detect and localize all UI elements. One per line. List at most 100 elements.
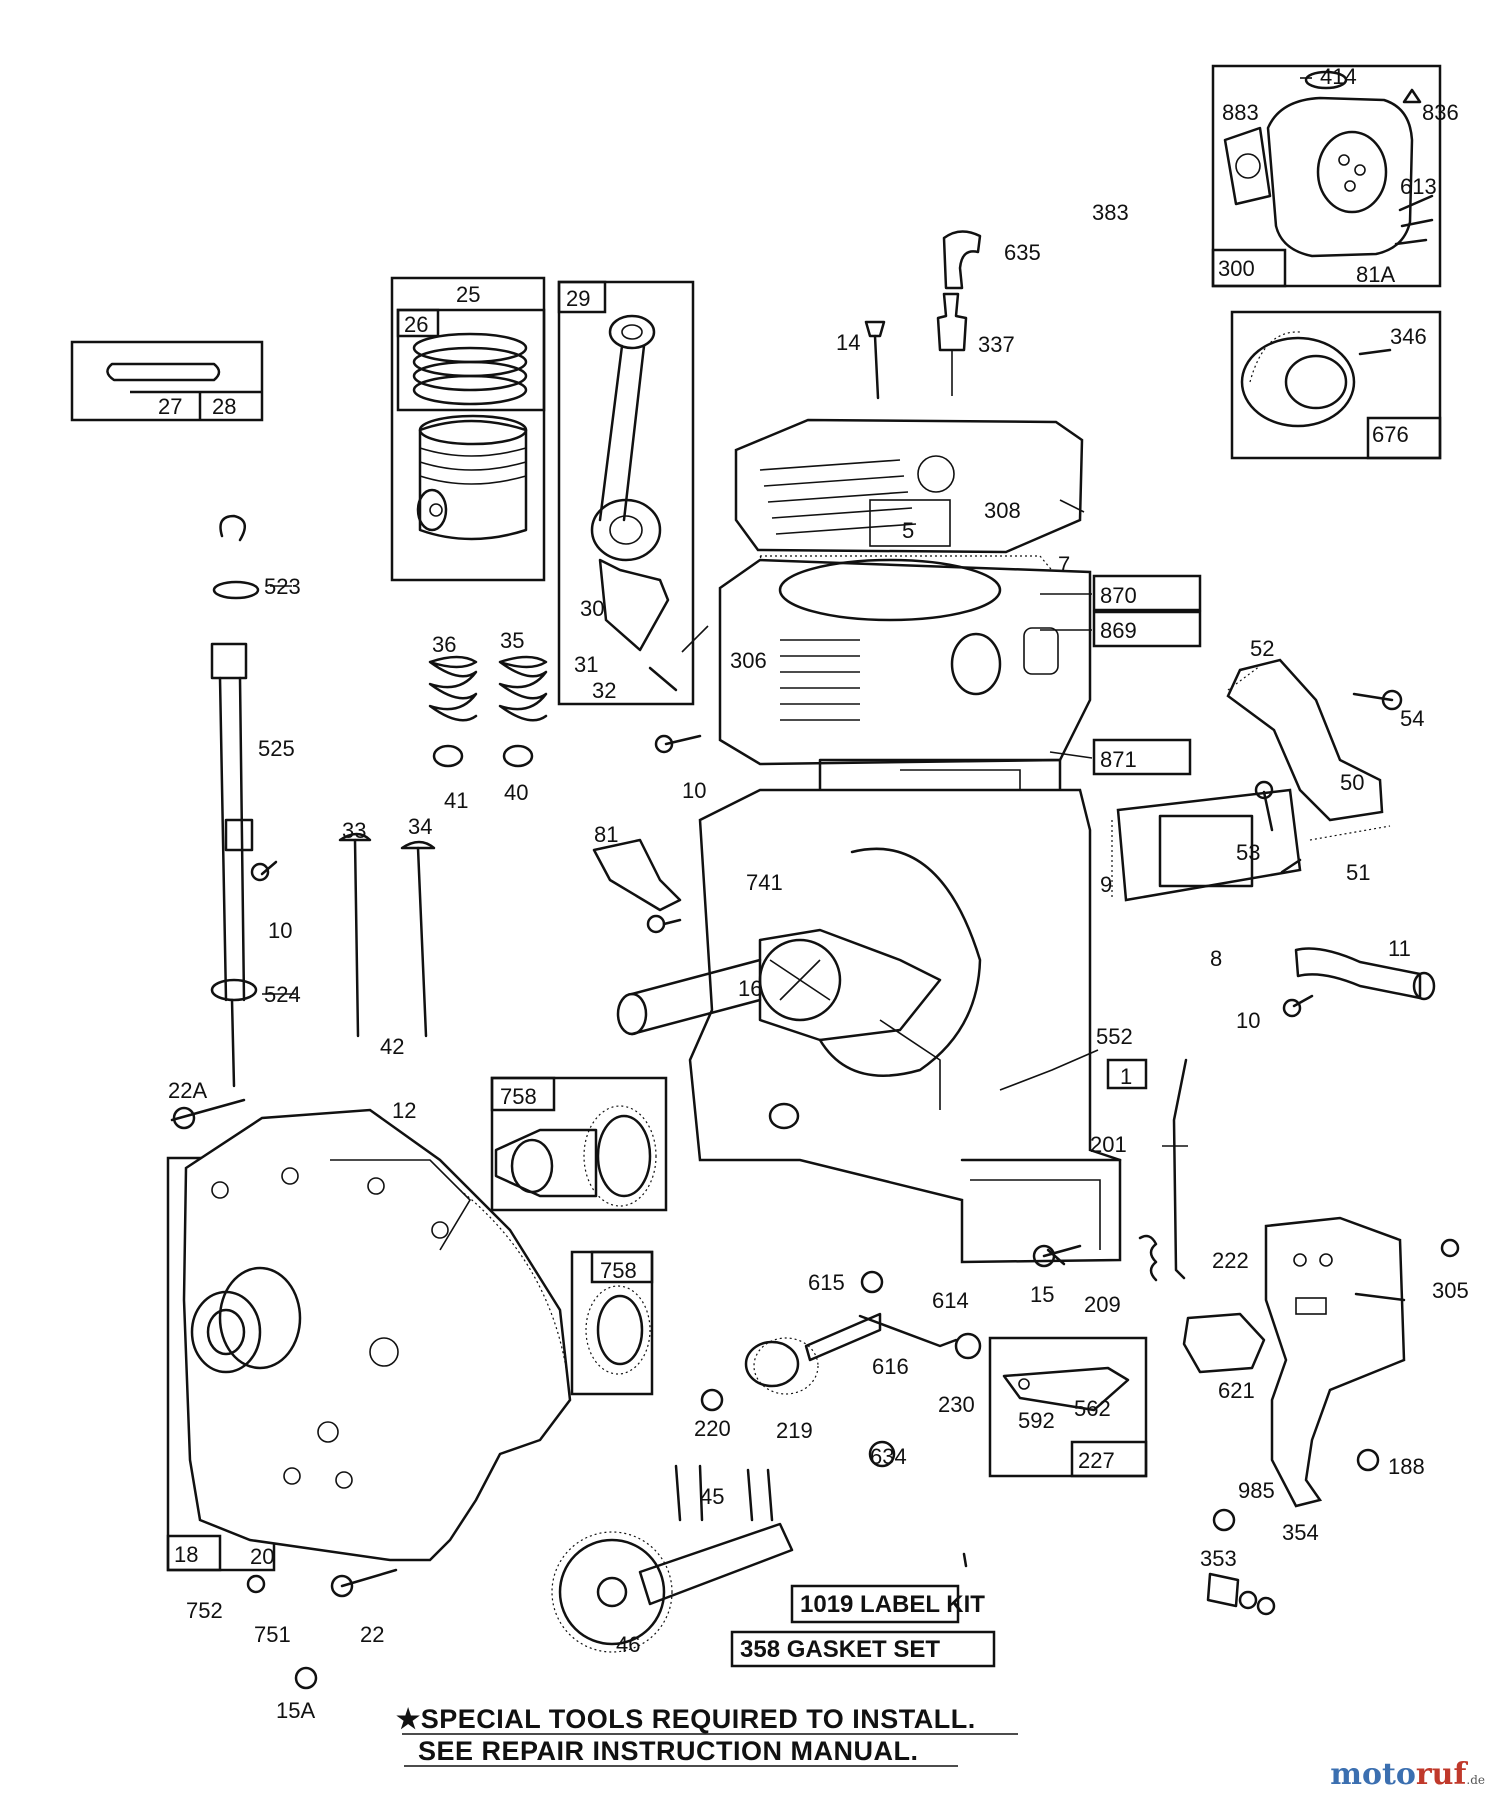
cylinder-block-part [718, 558, 1092, 802]
callout-613: 613 [1400, 174, 1437, 199]
callout-14: 14 [836, 330, 860, 355]
callout-10c: 10 [1236, 1008, 1260, 1033]
governor-shaft-part [858, 1314, 982, 1360]
callout-8: 8 [1210, 946, 1222, 971]
callout-42: 42 [380, 1034, 404, 1059]
callout-354: 354 [1282, 1520, 1319, 1545]
callout-525: 525 [258, 736, 295, 761]
callout-35: 35 [500, 628, 524, 653]
callout-616: 616 [872, 1354, 909, 1379]
callout-346: 346 [1390, 324, 1427, 349]
watermark-part-1: moto [1330, 1757, 1416, 1792]
callout-34: 34 [408, 814, 432, 839]
callout-25: 25 [456, 282, 480, 307]
callout-741: 741 [746, 870, 783, 895]
callout-621: 621 [1218, 1378, 1255, 1403]
callout-53: 53 [1236, 840, 1260, 865]
box-oil-gauge [70, 340, 264, 422]
breather-tube-part [1294, 947, 1436, 1001]
callout-45: 45 [700, 1484, 724, 1509]
callout-5: 5 [902, 518, 914, 543]
head-bolt-part [864, 320, 886, 400]
callout-33: 33 [342, 818, 366, 843]
callout-54: 54 [1400, 706, 1424, 731]
small-hardware [170, 689, 1460, 1690]
callout-11: 11 [1388, 936, 1411, 961]
callout-31: 31 [574, 652, 598, 677]
callout-15A: 15A [276, 1698, 315, 1723]
valve-springs-and-valves [338, 655, 548, 1038]
callout-9: 9 [1100, 872, 1112, 897]
callout-22A: 22A [168, 1078, 207, 1103]
callout-52: 52 [1250, 636, 1274, 661]
callout-306: 306 [730, 648, 767, 673]
callout-10: 10 [682, 778, 706, 803]
callout-7: 7 [1058, 552, 1070, 577]
callout-524: 524 [264, 982, 301, 1007]
callout-308: 308 [984, 498, 1021, 523]
watermark-part-3: .de [1466, 1773, 1485, 1787]
callout-227: 227 [1078, 1448, 1115, 1473]
callout-28: 28 [212, 394, 236, 419]
callout-552: 552 [1096, 1024, 1133, 1049]
callout-201: 201 [1090, 1132, 1127, 1157]
callout-27: 27 [158, 394, 182, 419]
callout-16: 16 [738, 976, 762, 1001]
callout-10b: 10 [268, 918, 292, 943]
callout-871: 871 [1100, 747, 1137, 772]
callout-337: 337 [978, 332, 1015, 357]
callout-230: 230 [938, 1392, 975, 1417]
box-cylinder-head-cover [1211, 64, 1442, 288]
callout-615: 615 [808, 1270, 845, 1295]
callout-12: 12 [392, 1098, 416, 1123]
callout-81A: 81A [1356, 262, 1395, 287]
callout-676: 676 [1372, 422, 1409, 447]
watermark-part-2: ruf [1415, 1757, 1467, 1792]
callout-869: 869 [1100, 618, 1137, 643]
callout-562: 562 [1074, 1396, 1111, 1421]
callout-383: 383 [1092, 200, 1129, 225]
callout-353: 353 [1200, 1546, 1237, 1571]
callout-40: 40 [504, 780, 528, 805]
callout-22: 22 [360, 1622, 384, 1647]
gasket-set-text: 358 GASKET SET [740, 1636, 940, 1663]
link-rod-part [1172, 1058, 1188, 1280]
callout-36: 36 [432, 632, 456, 657]
leader-lines [262, 77, 1312, 1147]
label-kit-box: 1019 LABEL KIT [790, 1584, 985, 1624]
note-line-2: SEE REPAIR INSTRUCTION MANUAL. [418, 1736, 919, 1766]
special-tools-note: ★SPECIAL TOOLS REQUIRED TO INSTALL. SEE … [396, 1704, 1018, 1767]
governor-gear-part [744, 1312, 882, 1395]
callout-30: 30 [580, 596, 604, 621]
callout-1: 1 [1120, 1064, 1132, 1089]
callout-51: 51 [1346, 860, 1370, 885]
cylinder-head-part [734, 418, 1084, 581]
box-piston-ring-set [390, 276, 546, 582]
callout-634: 634 [870, 1444, 907, 1469]
callout-614: 614 [932, 1288, 969, 1313]
crankcase-part [688, 788, 1122, 1264]
piston-part [416, 414, 528, 541]
box-gear-758-bottom [570, 1250, 654, 1396]
gasket-set-box: 358 GASKET SET [730, 1630, 996, 1668]
callout-758-top: 758 [500, 1084, 537, 1109]
callout-labels: 414 883 836 383 613 300 81A 635 14 337 3… [158, 64, 1469, 1723]
callout-209: 209 [1084, 1292, 1121, 1317]
callout-46: 46 [616, 1632, 640, 1657]
spark-plug-part [936, 230, 982, 396]
label-kit-text: 1019 LABEL KIT [800, 1591, 985, 1618]
callout-752: 752 [186, 1598, 223, 1623]
callout-985: 985 [1238, 1478, 1275, 1503]
callout-32: 32 [592, 678, 616, 703]
note-line-1: ★SPECIAL TOOLS REQUIRED TO INSTALL. [396, 1704, 976, 1734]
crankshaft-part [616, 928, 942, 1042]
callout-592: 592 [1018, 1408, 1055, 1433]
callout-18: 18 [174, 1542, 198, 1567]
box-flywheel-screen [1230, 310, 1442, 460]
box-gasket-labels [1092, 574, 1202, 1090]
callout-414: 414 [1320, 64, 1357, 89]
callout-41: 41 [444, 788, 468, 813]
callout-219: 219 [776, 1418, 813, 1443]
watermark-logo: motoruf.de [1330, 1757, 1485, 1792]
callout-188: 188 [1388, 1454, 1425, 1479]
